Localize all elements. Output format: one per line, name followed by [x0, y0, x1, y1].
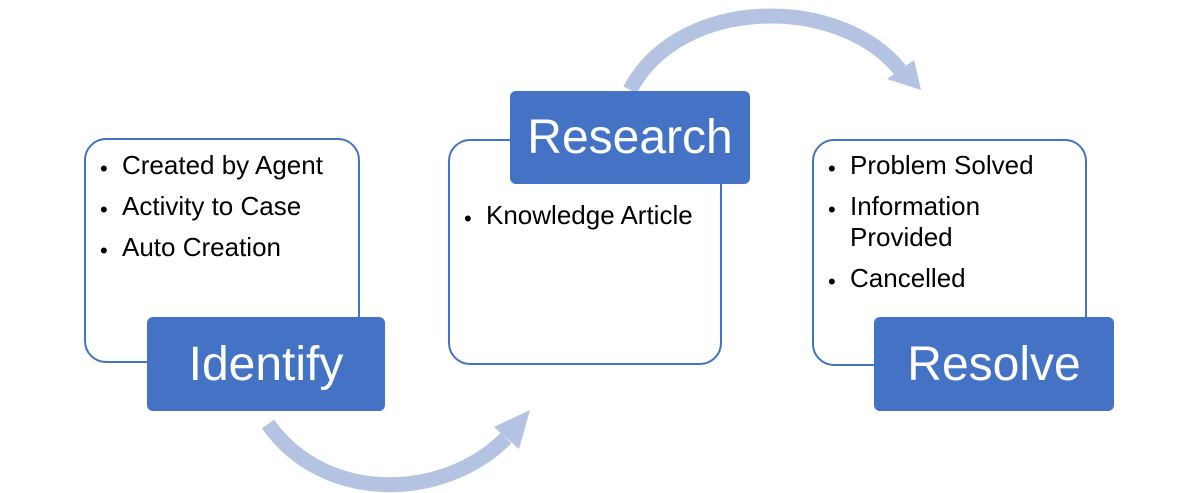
list-item: •Activity to Case [100, 191, 302, 222]
bullet-icon: • [828, 269, 836, 294]
resolve-label: Resolve [874, 317, 1114, 411]
list-item: •Auto Creation [100, 232, 281, 263]
identify-bullet-list: •Created by Agent •Activity to Case •Aut… [96, 150, 323, 273]
list-item: •Information Provided [828, 191, 981, 252]
arrow-research-to-resolve [623, 8, 906, 94]
list-item: •Problem Solved [828, 150, 1034, 181]
identify-label: Identify [147, 317, 385, 411]
bullet-icon: • [828, 197, 836, 222]
research-bullet-list: •Knowledge Article [460, 200, 710, 241]
bullet-icon: • [828, 156, 836, 181]
bullet-icon: • [100, 238, 108, 263]
list-item: •Cancelled [828, 263, 966, 294]
resolve-bullet-list: •Problem Solved •Information Provided •C… [824, 150, 1084, 304]
list-item: •Created by Agent [100, 150, 323, 181]
bullet-icon: • [464, 206, 472, 231]
arrow-identify-to-research [261, 419, 512, 493]
arrow-head-research-to-resolve [887, 60, 921, 90]
bullet-icon: • [100, 197, 108, 222]
bullet-icon: • [100, 156, 108, 181]
arrow-head-identify-to-research [494, 410, 530, 449]
research-label: Research [510, 91, 750, 184]
list-item: •Knowledge Article [464, 200, 693, 231]
